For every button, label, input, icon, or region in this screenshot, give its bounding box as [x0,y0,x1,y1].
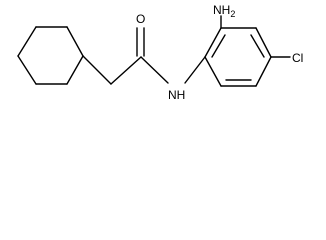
amine-subscript: 2 [230,9,235,19]
chloro-label: Cl [292,51,303,65]
cyclohexane-bond [17,55,37,85]
carbonyl-oxygen-label: O [136,12,145,26]
amide-nh-label: NH [168,88,185,102]
ring-to-ch2-bond [82,55,112,85]
cyclohexane-bond [66,55,84,85]
ch2-to-carbonyl-bond [110,56,142,85]
benzene-ring [204,27,272,87]
carbonyl-to-nh-bond [140,56,169,84]
benzene-bond [204,56,222,87]
nh-to-ring-bond [184,56,206,84]
amine-label: NH2 [213,3,235,19]
amine-nh-text: NH [213,3,230,17]
benzene-bond [204,27,222,58]
benzene-bond [255,27,272,58]
cyclohexane-bond [66,26,84,57]
benzene-inner-bond [211,34,226,58]
chemical-structure-diagram: O NH NH2 Cl [17,3,303,102]
amide-nh-text: NH [168,88,185,102]
cyclohexane-ring [17,26,84,85]
cyclohexane-bond [17,26,37,57]
benzene-bond [255,56,272,87]
benzene-inner-bond [250,34,265,58]
